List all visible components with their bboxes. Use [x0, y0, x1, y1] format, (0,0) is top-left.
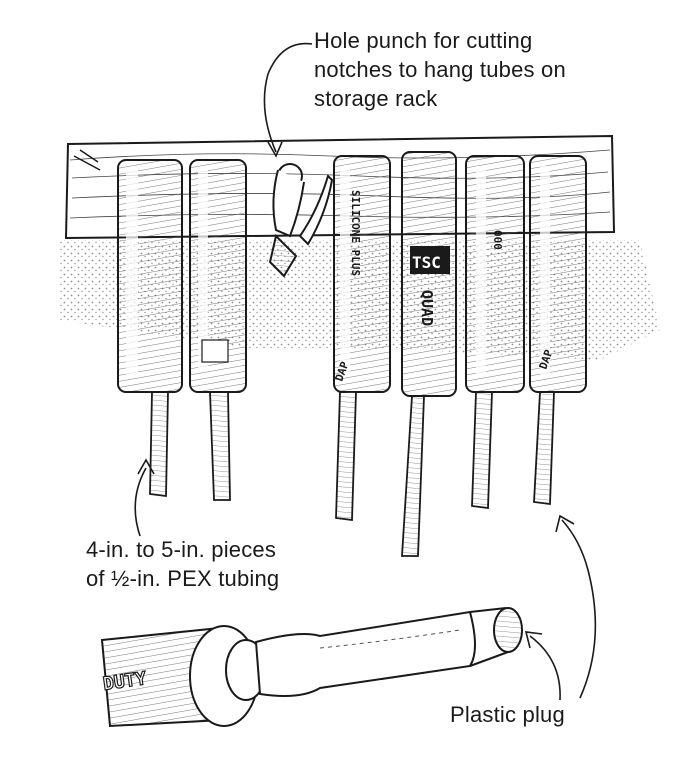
tube-label-tsc: TSC	[412, 253, 441, 272]
caulk-tube-1	[117, 159, 183, 498]
pex-tubing-callout: 4-in. to 5-in. pieces of ½-in. PEX tubin…	[86, 535, 356, 593]
caulk-tube-6	[529, 155, 587, 506]
caulk-tube-4	[401, 151, 457, 557]
caulk-tube-2	[189, 159, 247, 501]
caulk-tube-5	[465, 155, 525, 510]
tube-label-duty: DUTY	[102, 668, 148, 695]
hole-punch-callout-line-3: storage rack	[314, 86, 438, 111]
pex-leader	[134, 467, 147, 537]
caulk-tube-3	[333, 155, 391, 522]
tube-label-silicone: SILICONE PLUS	[349, 190, 362, 276]
hole-punch-leader	[263, 42, 313, 153]
tube-label-quad: QUAD	[418, 290, 436, 326]
plug-leader-closeup	[529, 635, 561, 701]
plastic-plug-callout-line-1: Plastic plug	[450, 702, 565, 727]
tube-label-000: 000	[491, 230, 504, 250]
hole-punch-arrowhead	[267, 141, 283, 158]
hole-punch-callout-line-2: notches to hang tubes on	[314, 57, 566, 82]
plug-arrowhead-rack	[555, 514, 575, 533]
plug-leader-rack	[561, 519, 597, 699]
pex-tubing-callout-line-2: of ½-in. PEX tubing	[86, 566, 280, 591]
pex-arrowhead	[137, 458, 155, 475]
pex-tubing-callout-line-1: 4-in. to 5-in. pieces	[86, 537, 277, 562]
hole-punch-callout: Hole punch for cutting notches to hang t…	[314, 26, 644, 113]
closeup-tube	[100, 607, 523, 728]
plug-arrowhead-closeup	[524, 631, 543, 649]
plastic-plug-callout: Plastic plug	[450, 700, 650, 729]
hole-punch-tool	[268, 163, 334, 278]
hole-punch-callout-line-1: Hole punch for cutting	[314, 28, 533, 53]
